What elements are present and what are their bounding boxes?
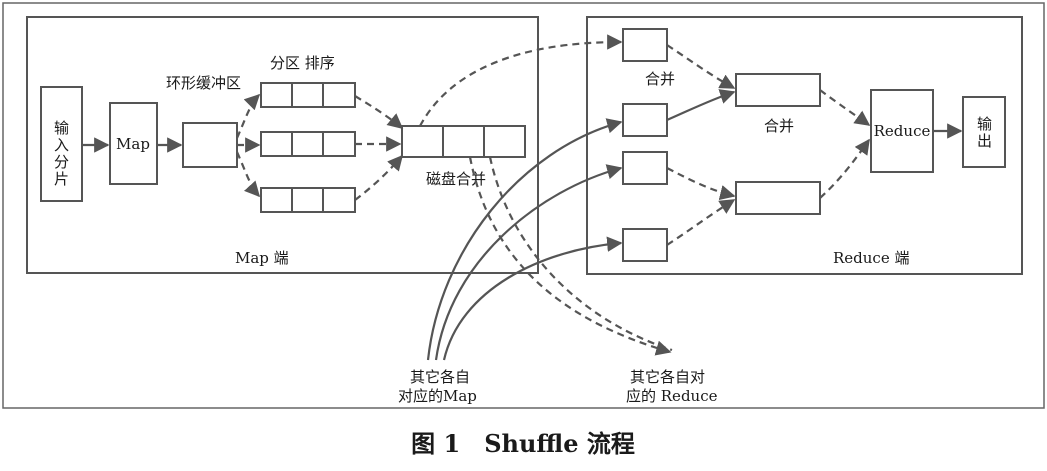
fetch-box-3 [622, 151, 668, 185]
reduce-box [870, 89, 934, 173]
map-side-arrows [82, 93, 404, 201]
fetch-box-1 [622, 28, 668, 62]
reduce-side-container [586, 16, 1023, 275]
merge-box-1 [735, 73, 821, 107]
cross-arrows [419, 34, 673, 361]
merge-top-label: 合并 [645, 70, 675, 88]
reduce-side-arrows [666, 44, 963, 246]
map-side-label: Map 端 [235, 249, 289, 267]
output-label: 输出 [975, 116, 993, 150]
outer-frame [2, 2, 1045, 409]
other-reduce-label-2: 应的 Reduce [626, 387, 718, 405]
partition-row-3 [260, 187, 356, 213]
map-box [109, 102, 158, 185]
other-map-label-1: 其它各自 [410, 368, 470, 386]
fetch-box-4 [622, 228, 668, 262]
input-split-label: 输入分片 [52, 120, 70, 188]
partition-row-2 [260, 131, 356, 157]
reduce-label: Reduce [874, 122, 931, 140]
output-box [962, 96, 1006, 168]
partition-sort-label: 分区 排序 [270, 54, 335, 72]
disk-merge-label: 磁盘合并 [426, 170, 486, 188]
ring-buffer-label: 环形缓冲区 [166, 74, 241, 92]
ring-buffer-box [182, 122, 238, 168]
input-split-box [40, 86, 83, 202]
fetch-box-2 [622, 103, 668, 137]
figure-caption: 图 1 Shuffle 流程 [411, 429, 635, 458]
merge-box-2 [735, 181, 821, 215]
other-reduce-label-1: 其它各自对 [630, 368, 705, 386]
merge-mid-label: 合并 [764, 117, 794, 135]
partition-row-1 [260, 82, 356, 108]
other-map-label-2: 对应的Map [398, 387, 477, 405]
disk-merge-box [401, 125, 526, 158]
map-side-container [26, 16, 539, 274]
map-label: Map [116, 135, 150, 153]
reduce-side-label: Reduce 端 [833, 249, 909, 267]
